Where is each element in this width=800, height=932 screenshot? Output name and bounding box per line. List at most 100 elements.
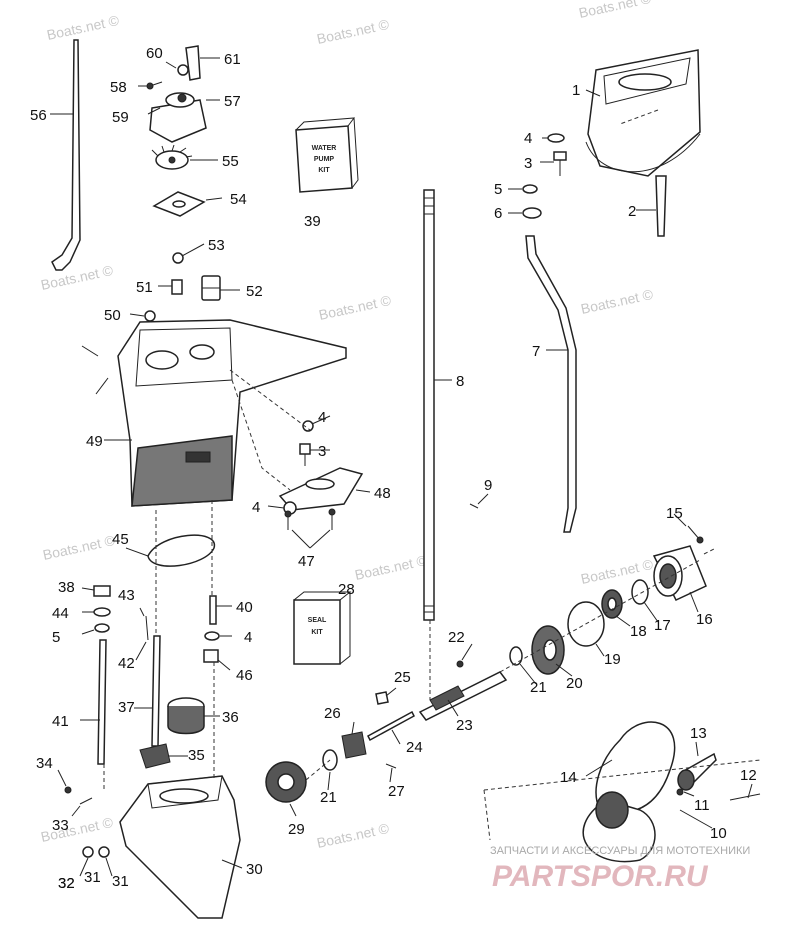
callout-10: 10 (710, 825, 727, 842)
callout-3: 3 (318, 443, 326, 460)
part-60-61-grommet-tube (177, 45, 201, 81)
callout-57: 57 (224, 93, 241, 110)
callout-43: 43 (118, 587, 135, 604)
callout-4: 4 (252, 499, 260, 516)
callout-layer: 1234567891516171819202122232425262728293… (30, 45, 757, 892)
kit-39-line-1: WATER (312, 145, 337, 152)
callout-61: 61 (224, 51, 241, 68)
part-3-screw (553, 151, 567, 176)
kit-39-line-3: KIT (318, 167, 330, 174)
part-27-seal-kit: SEAL KIT (293, 591, 352, 665)
shop-tagline: ЗАПЧАСТИ И АКСЕССУАРЫ ДЛЯ МОТОТЕХНИКИ (490, 845, 750, 857)
callout-56: 56 (30, 107, 47, 124)
part-24-shift-pin (367, 710, 415, 742)
callout-26: 26 (324, 705, 341, 722)
watermark: Boats.net © (577, 0, 653, 21)
callout-29: 29 (288, 821, 305, 838)
part-12-cotter-pin (729, 793, 761, 801)
callout-45: 45 (112, 531, 129, 548)
part-4-washer (547, 133, 565, 143)
part-3-screw-mid (299, 443, 311, 466)
watermark: Boats.net © (39, 262, 115, 293)
callout-50: 50 (104, 307, 121, 324)
callout-41: 41 (52, 713, 69, 730)
watermark: Boats.net © (45, 12, 121, 43)
part-14-propeller (582, 721, 676, 863)
alignment-lines (103, 109, 761, 841)
part-48-anti-cavitation-plate (278, 467, 364, 511)
callout-36: 36 (222, 709, 239, 726)
part-31-washer (98, 846, 110, 858)
shop-logo: PARTSPOR.RU (492, 860, 709, 893)
part-15-screw-head (696, 536, 704, 544)
part-50-nut (144, 310, 156, 322)
callout-4: 4 (524, 130, 532, 147)
callout-44: 44 (52, 605, 69, 622)
part-20-reverse-gear (531, 625, 565, 675)
part-26-pin (385, 763, 397, 769)
callout-9: 9 (484, 477, 492, 494)
callout-27: 27 (388, 783, 405, 800)
callout-59: 59 (112, 109, 129, 126)
part-28-clutch-dog (341, 731, 367, 759)
callout-35: 35 (188, 747, 205, 764)
callout-30: 30 (246, 861, 263, 878)
callout-28: 28 (338, 581, 355, 598)
part-1-exhaust-housing (585, 49, 701, 177)
callout-14: 14 (560, 769, 577, 786)
part-34-pin (64, 786, 72, 794)
leader-lines (50, 57, 753, 877)
watermark: Boats.net © (39, 814, 115, 845)
callout-53: 53 (208, 237, 225, 254)
callout-58: 58 (110, 79, 127, 96)
part-6-grommet (522, 207, 542, 219)
callout-52: 52 (246, 283, 263, 300)
part-39-water-pump-kit: WATER PUMP KIT (295, 117, 359, 193)
part-4-washer-lower (204, 631, 220, 641)
part-29-forward-gear (265, 761, 307, 803)
part-43-pin (145, 615, 149, 641)
part-49-driveshaft-housing (117, 319, 347, 507)
part-53-key (172, 252, 184, 264)
callout-15: 15 (666, 505, 683, 522)
callout-5: 5 (52, 629, 60, 646)
callout-21: 21 (320, 789, 337, 806)
callout-31: 31 (84, 869, 101, 886)
part-44-washer (93, 607, 111, 617)
part-55-impeller (151, 144, 193, 170)
callout-60: 60 (146, 45, 163, 62)
watermark: Boats.net © (315, 820, 391, 851)
callout-13: 13 (690, 725, 707, 742)
callout-11: 11 (694, 797, 710, 814)
part-22-pin (456, 660, 464, 668)
callout-12: 12 (740, 767, 757, 784)
callout-38: 38 (58, 579, 75, 596)
part-38-nut (93, 585, 111, 597)
callout-23: 23 (456, 717, 473, 734)
callout-16: 16 (696, 611, 713, 628)
callout-33: 33 (52, 817, 69, 834)
part-33-screw (79, 797, 93, 805)
callout-46: 46 (236, 667, 253, 684)
callout-2: 2 (628, 203, 636, 220)
callout-8: 8 (456, 373, 464, 390)
watermark: Boats.net © (353, 552, 429, 583)
part-56-shift-rod (51, 39, 81, 271)
callout-48: 48 (374, 485, 391, 502)
callout-7: 7 (532, 343, 540, 360)
callout-34: 34 (36, 755, 53, 772)
callout-54: 54 (230, 191, 247, 208)
callout-42: 42 (118, 655, 135, 672)
part-19-oring (567, 601, 605, 647)
callout-5: 5 (494, 181, 502, 198)
callout-21: 21 (530, 679, 547, 696)
callout-32: 32 (58, 875, 75, 892)
callout-31: 31 (112, 873, 129, 890)
callout-37: 37 (118, 699, 135, 716)
part-51-bushing (171, 279, 183, 295)
shop-banner: ЗАПЧАСТИ И АКСЕССУАРЫ ДЛЯ МОТОТЕХНИКИ PA… (490, 845, 750, 893)
part-21-washer-right (509, 646, 523, 666)
callout-25: 25 (394, 669, 411, 686)
part-58-screw (146, 81, 163, 90)
